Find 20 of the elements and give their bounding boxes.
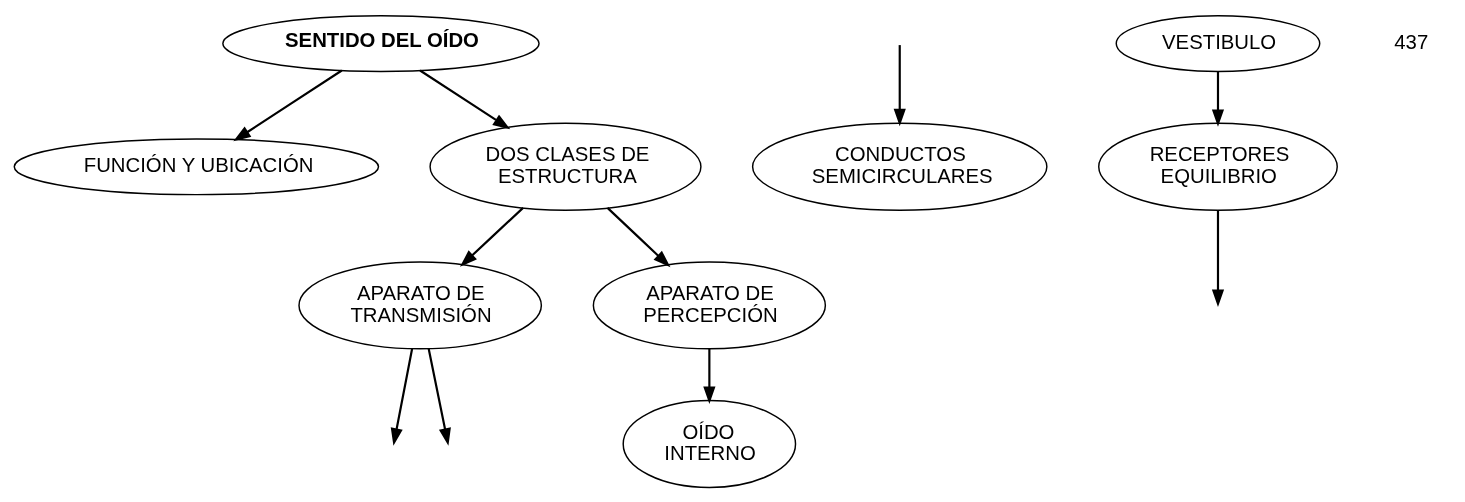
node-ellipse: APARATO DE PERCEPCIÓN bbox=[592, 260, 827, 350]
label: 437 bbox=[1394, 30, 1429, 53]
arrow bbox=[1211, 71, 1225, 127]
arrow bbox=[893, 44, 906, 126]
node-ellipse: DOS CLASES DE ESTRUCTURA bbox=[429, 122, 702, 211]
node-ellipse: RECEPTORES EQUILIBRIO bbox=[1098, 122, 1338, 211]
arrow bbox=[459, 206, 524, 267]
node-ellipse: VESTIBULO bbox=[1115, 14, 1321, 72]
node-ellipse: SENTIDO DEL OÍDO bbox=[222, 14, 540, 72]
arrow bbox=[703, 348, 716, 404]
arrow bbox=[390, 347, 414, 446]
arrow bbox=[606, 206, 671, 267]
arrow bbox=[233, 69, 343, 141]
node-ellipse: FUNCIÓN Y UBICACIÓN bbox=[13, 137, 380, 195]
node-ellipse: CONDUCTOS SEMICIRCULARES bbox=[751, 122, 1048, 211]
arrow bbox=[419, 69, 511, 129]
node-ellipse: APARATO DE TRANSMISIÓN bbox=[298, 260, 543, 350]
node-ellipse: OÍDO INTERNO bbox=[622, 399, 797, 488]
arrow bbox=[427, 347, 451, 446]
arrow bbox=[1211, 209, 1225, 307]
